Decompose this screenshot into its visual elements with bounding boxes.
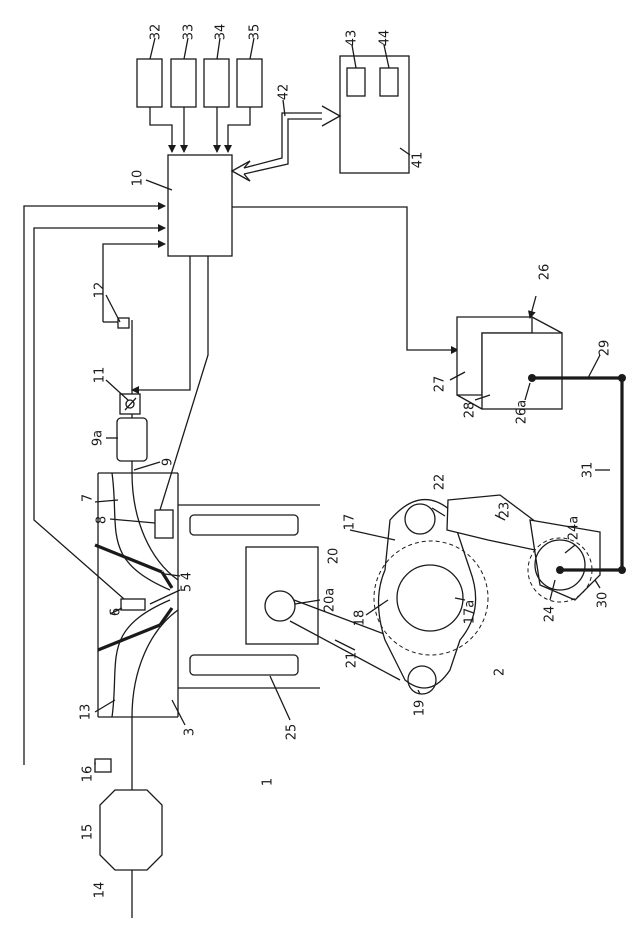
label-21: 21 [345,652,360,669]
label-23: 23 [498,502,513,519]
label-43: 43 [345,30,360,47]
display-43 [347,68,365,96]
label-15: 15 [81,824,96,841]
label-20: 20 [327,548,342,565]
catalyst-15 [100,790,162,870]
label-9: 9 [161,458,176,466]
label-11: 11 [93,367,108,384]
water-jacket-top [190,515,298,535]
label-5: 5 [180,584,195,592]
actuator-28 [482,333,562,409]
sensor-12-box [118,318,129,328]
label-26: 26 [538,264,553,281]
label-42: 42 [277,84,292,101]
sensor-16-box [95,759,111,772]
communication-bus-42 [232,106,340,181]
injector-8 [155,510,173,538]
sensor-35-arrow [228,107,250,152]
label-17: 17 [343,514,358,531]
label-9a: 9a [91,430,106,446]
label-34: 34 [214,24,229,41]
cylinder-block [178,505,400,688]
sensor-32 [137,59,162,107]
label-25: 25 [285,724,300,741]
label-10: 10 [131,170,146,187]
label-33: 33 [182,24,197,41]
line-from-sensor-12 [103,244,165,322]
label-3: 3 [183,728,198,736]
label-26a: 26a [515,400,530,425]
label-27: 27 [433,376,448,393]
label-18: 18 [353,610,368,627]
piston-20 [246,547,318,644]
ecu-box [168,155,232,256]
label-8: 8 [95,516,110,524]
label-20a: 20a [323,588,338,613]
label-19: 19 [413,700,428,717]
label-44: 44 [378,30,393,47]
label-41: 41 [411,152,426,169]
label-28: 28 [463,402,478,419]
label-17a: 17a [463,600,478,625]
water-jacket-bottom [190,655,298,675]
label-16: 16 [81,766,96,783]
label-29: 29 [598,340,613,357]
sensor-34 [204,59,229,107]
label-31: 31 [581,462,596,479]
sensor-33 [171,59,196,107]
line-to-throttle [132,256,190,390]
sensor-35 [237,59,262,107]
exhaust-valve-stem [98,625,160,650]
label-14: 14 [93,882,108,899]
label-32: 32 [149,24,164,41]
label-2: 2 [493,668,508,676]
label-4: 4 [180,572,195,580]
ecu-signal-lines [24,206,458,765]
joint-26a [528,374,536,382]
air-cleaner-9a [117,418,147,461]
sensor-32-arrow [150,107,172,152]
label-22: 22 [433,474,448,491]
label-6: 6 [109,608,124,616]
line-to-actuator [232,207,458,350]
cylinder-head [95,473,178,717]
control-link-30 [530,520,600,600]
sensor-boxes [137,59,262,152]
label-1: 1 [261,778,276,786]
label-35: 35 [248,24,263,41]
pipes [95,318,162,918]
label-24: 24 [543,606,558,623]
spark-plug-6 [121,599,145,610]
line-to-injector [160,256,208,510]
display-44 [380,68,398,96]
display-unit [340,56,409,173]
label-13: 13 [79,704,94,721]
label-24a: 24a [567,516,582,541]
label-12: 12 [93,282,108,299]
intake-valve-stem [95,545,162,572]
label-30: 30 [596,592,611,609]
label-7: 7 [81,494,96,502]
